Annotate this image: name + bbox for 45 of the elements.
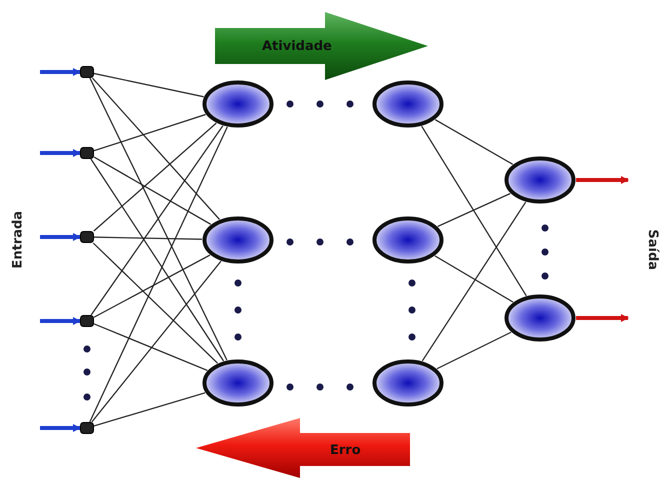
connection-line <box>94 156 212 225</box>
input-node <box>80 422 94 434</box>
arrow <box>40 68 81 76</box>
arrow <box>40 149 81 157</box>
neuron-node <box>202 359 274 407</box>
connection-line <box>94 72 204 98</box>
connection-line <box>90 158 224 362</box>
input-node <box>80 315 94 327</box>
connection-line <box>94 392 206 426</box>
arrow <box>40 233 81 241</box>
arrow-label: Atividade <box>262 38 332 56</box>
connection-line <box>94 114 206 152</box>
connection-line <box>89 78 228 360</box>
connection-line <box>94 236 202 240</box>
arrow <box>576 176 629 184</box>
connection-line <box>90 125 224 316</box>
axis-label: Saída <box>644 228 661 272</box>
connection-line <box>94 323 208 371</box>
connection-line <box>438 192 510 228</box>
connection-line <box>436 332 512 370</box>
arrow <box>40 317 81 325</box>
neuron-node <box>372 80 444 128</box>
neuron-node <box>202 216 274 264</box>
arrow <box>576 314 629 322</box>
arrow-label: Erro <box>330 442 361 460</box>
axis-label: Entrada <box>9 210 26 271</box>
connection-line <box>92 242 218 364</box>
connection-line <box>91 260 222 422</box>
neuron-node <box>504 156 576 204</box>
input-node <box>80 66 94 78</box>
input-node <box>80 147 94 159</box>
neuron-node <box>372 359 444 407</box>
neuron-node <box>504 294 576 342</box>
arrow <box>40 424 81 432</box>
connection-line <box>422 202 526 362</box>
input-node <box>80 231 94 243</box>
connection-line <box>93 122 217 232</box>
neuron-node <box>202 80 274 128</box>
connection-line <box>92 78 220 220</box>
connection-line <box>434 119 514 165</box>
connection-line <box>434 255 514 303</box>
connection-line <box>94 254 210 318</box>
connection-line <box>421 126 527 296</box>
neuron-node <box>372 216 444 264</box>
connection-line <box>89 126 228 422</box>
